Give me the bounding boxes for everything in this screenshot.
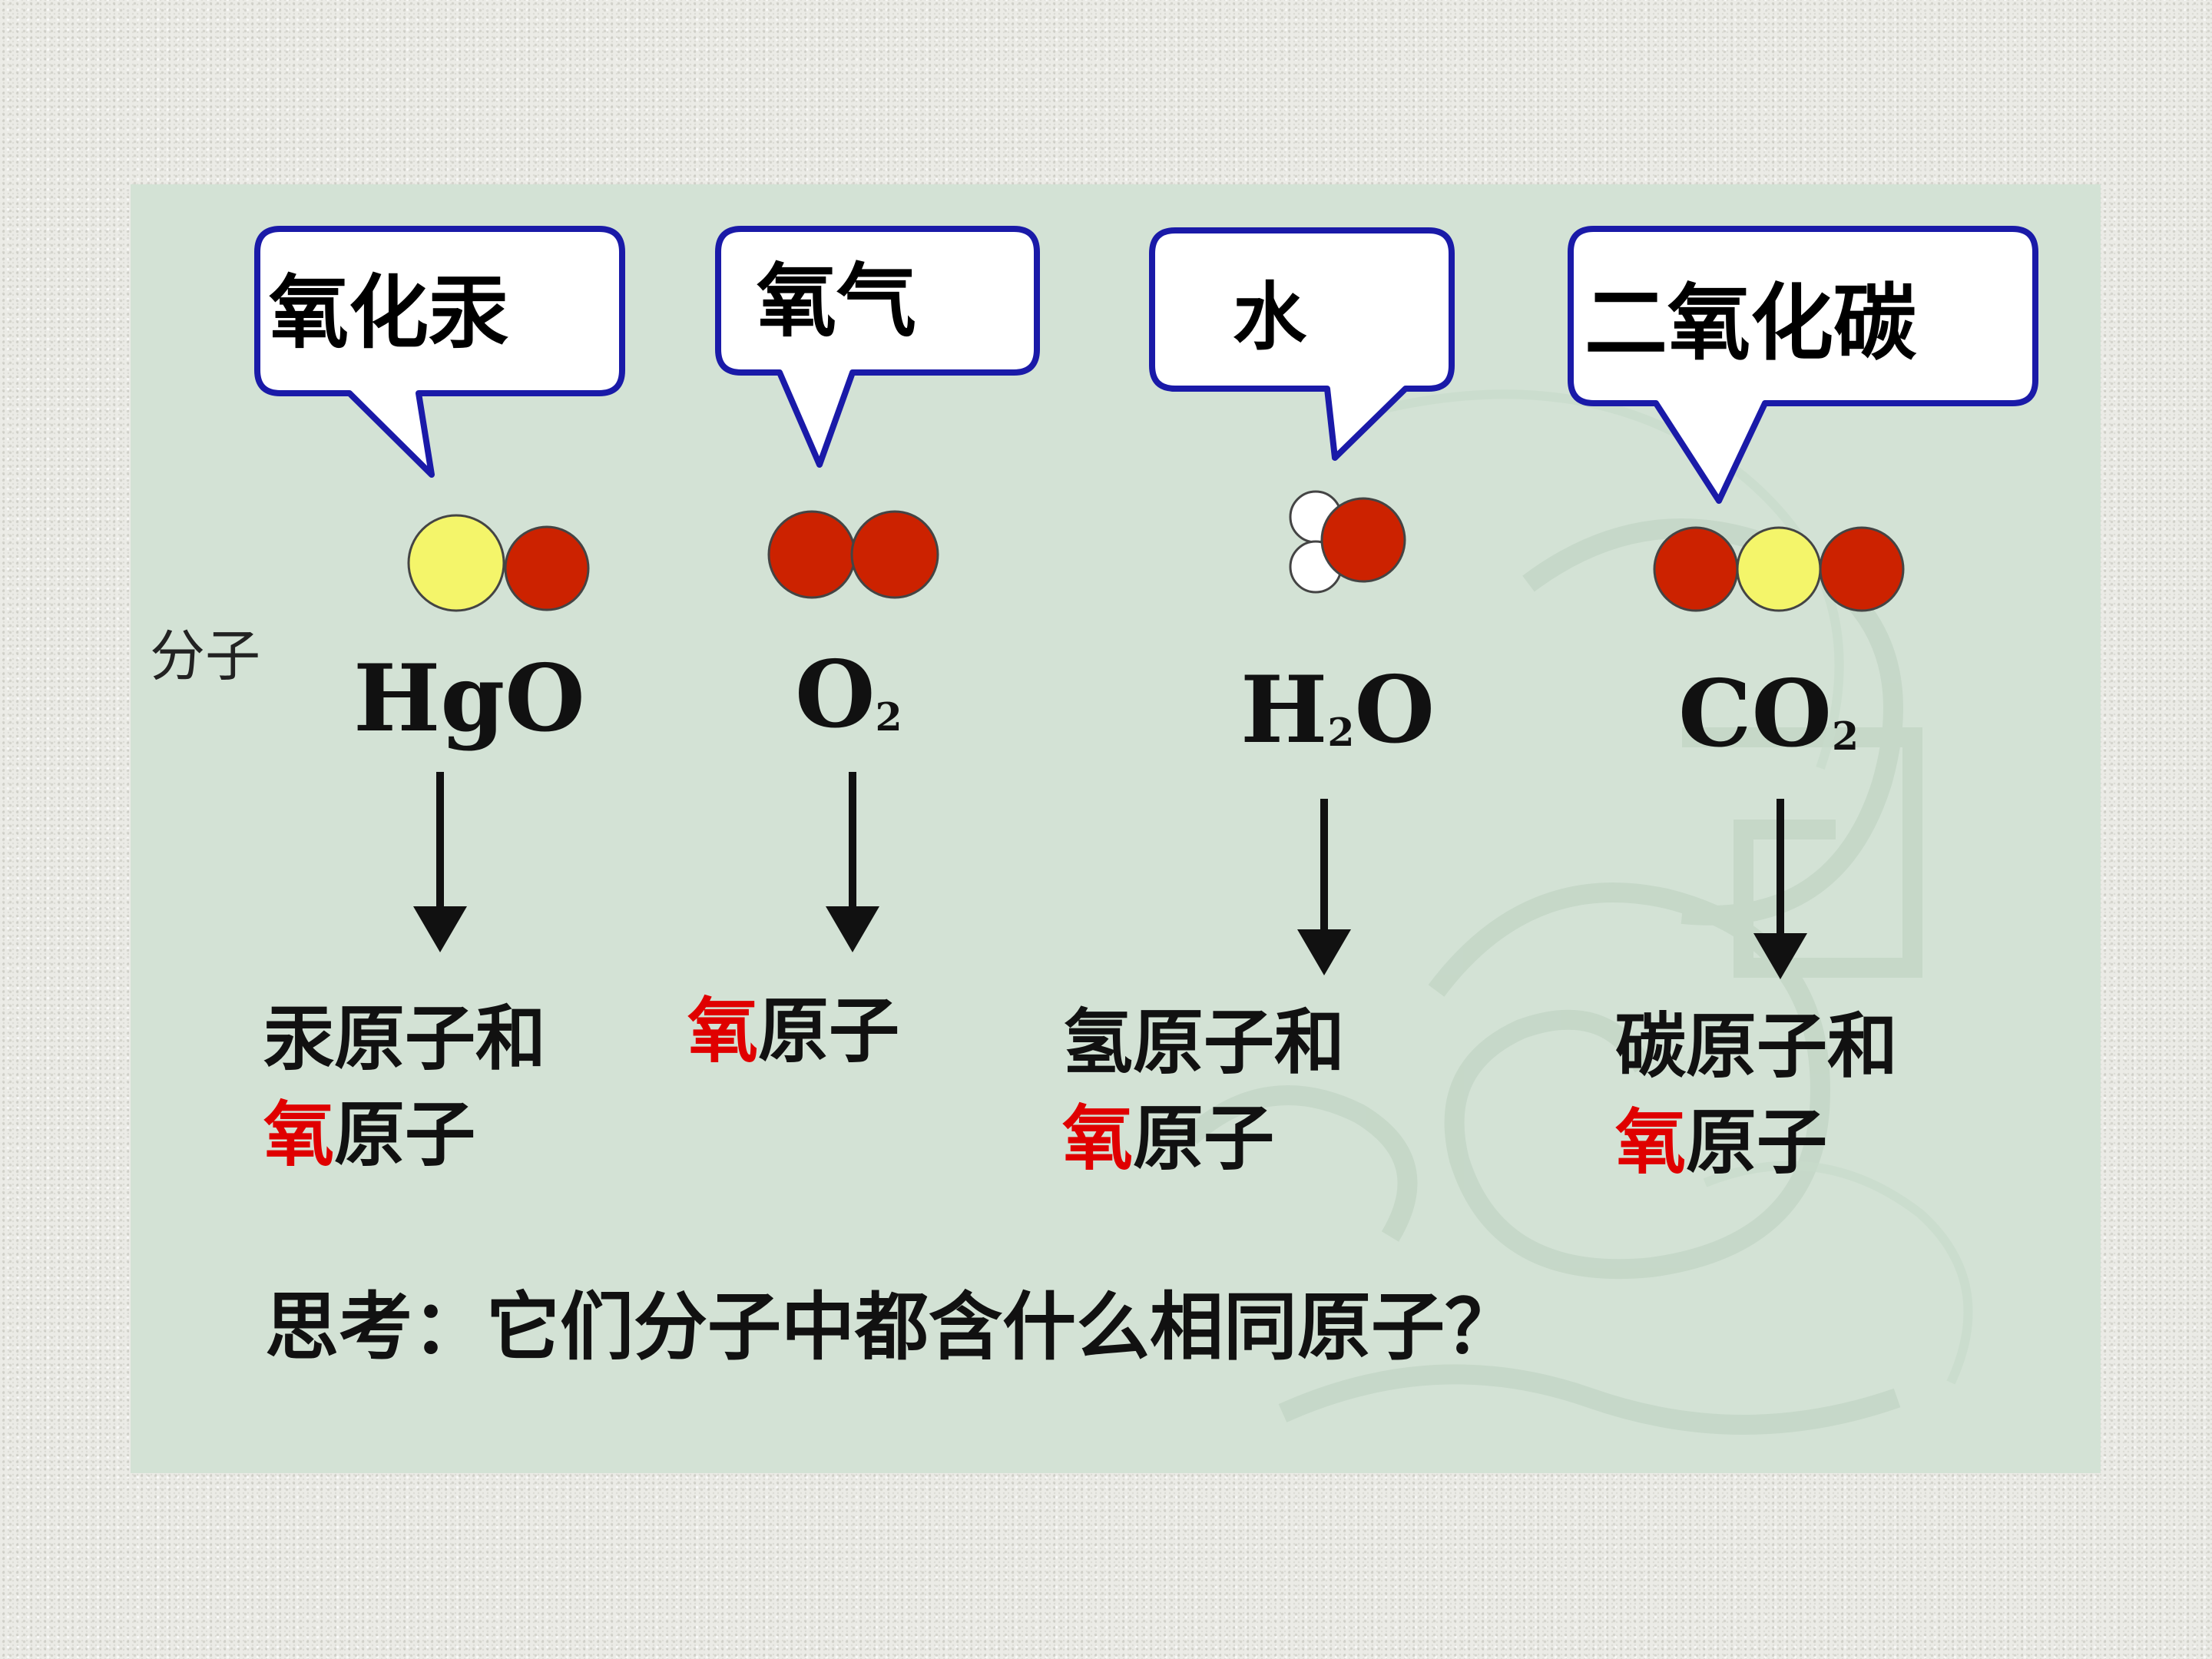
answer-line-2: 氧原子 <box>263 1094 476 1176</box>
answer-line-1: 碳原子和 <box>1615 1005 1899 1088</box>
oxygen-highlight: 氧 <box>263 1094 335 1176</box>
formula-main: HgO <box>353 644 585 753</box>
answer-line-1: 氧原子 <box>687 990 900 1072</box>
label-water: 水 <box>1233 274 1306 360</box>
answer-line-1: 氢原子和 <box>1062 1002 1346 1084</box>
formula-subscript: 2 <box>1832 714 1859 760</box>
thinking-question: 思考：它们分子中都含什么相同原子？ <box>265 1284 1518 1370</box>
background-pattern <box>1184 389 1973 1435</box>
slide-panel <box>131 184 2101 1473</box>
answer-water: 氢原子和 氧原子 <box>1062 995 1345 1187</box>
formula-main: CO <box>1678 660 1833 768</box>
answer-mercury-oxide: 汞原子和 氧原子 <box>263 991 546 1183</box>
answer-oxygen: 氧原子 <box>687 983 899 1079</box>
oxygen-highlight: 氧 <box>1615 1101 1687 1184</box>
formula-oxygen: O2 <box>795 649 902 741</box>
formula-mercury-oxide: HgO <box>353 653 585 745</box>
formula-tail: O <box>1354 656 1435 764</box>
oxygen-highlight: 氧 <box>687 990 759 1072</box>
answer-line-2: 氧原子 <box>1062 1098 1275 1180</box>
answer-line-1: 汞原子和 <box>263 998 547 1080</box>
label-oxygen: 氧气 <box>757 254 917 348</box>
formula-main: H <box>1240 656 1328 764</box>
molecule-side-label: 分子 <box>150 624 261 688</box>
answer-line-2: 氧原子 <box>1615 1101 1828 1184</box>
answer-carbon-dioxide: 碳原子和 氧原子 <box>1615 998 1898 1190</box>
formula-carbon-dioxide: CO2 <box>1678 668 1859 760</box>
label-mercury-oxide: 氧化汞 <box>269 266 509 359</box>
oxygen-highlight: 氧 <box>1062 1098 1134 1180</box>
formula-subscript: 2 <box>875 694 902 740</box>
formula-main: O <box>795 641 876 749</box>
formula-subscript: 2 <box>1327 710 1355 756</box>
formula-water: H2O <box>1240 664 1435 757</box>
label-carbon-dioxide: 二氧化碳 <box>1584 276 1917 372</box>
